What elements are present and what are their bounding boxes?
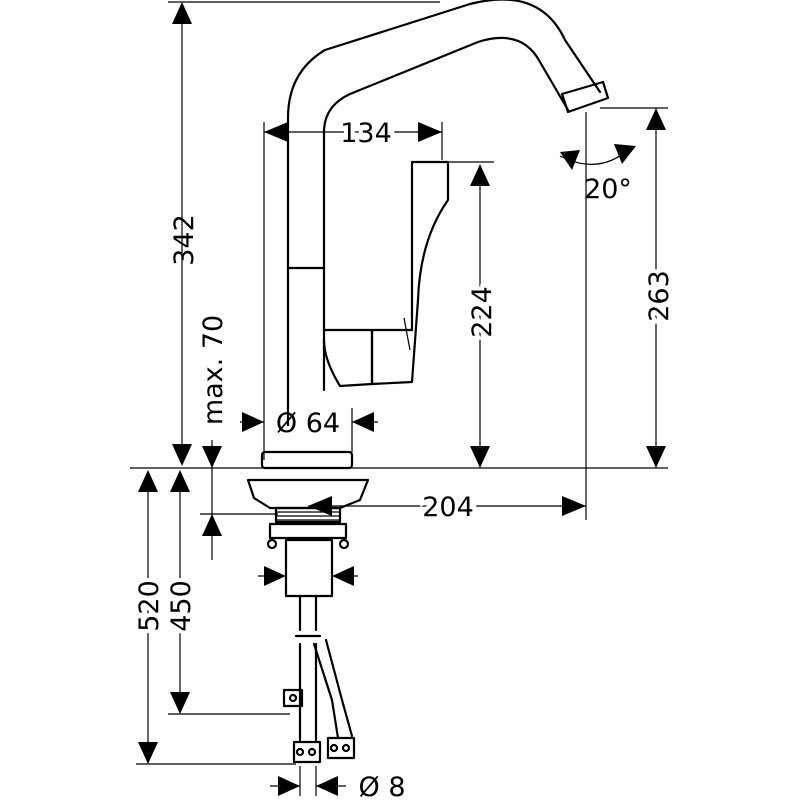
- label-224: 224: [467, 286, 498, 338]
- label-134: 134: [340, 118, 392, 149]
- base-rosette: [260, 450, 354, 470]
- label-342: 342: [169, 214, 200, 266]
- spout-tip: [560, 80, 610, 114]
- spout-outer: [286, 0, 602, 427]
- label-450: 450: [166, 580, 197, 632]
- hose-right: [312, 638, 354, 740]
- lever-handle: [370, 160, 450, 386]
- label-520: 520: [134, 580, 165, 632]
- label-263: 263: [644, 270, 675, 322]
- dimension-labels: 342 134 20° 263 224 Ø 64 max. 70 204 520…: [130, 114, 679, 800]
- deck-plate: [246, 478, 370, 510]
- spout-inner: [322, 36, 570, 392]
- faucet-outline: [246, 0, 610, 764]
- dimension-lines: [130, 1, 668, 796]
- hose-fittings: [282, 688, 356, 764]
- label-diameter-64: Ø 64: [276, 408, 340, 439]
- label-max-70: max. 70: [198, 315, 229, 425]
- shank: [284, 538, 334, 598]
- label-204: 204: [422, 492, 474, 523]
- label-diameter-8: Ø 8: [358, 772, 405, 800]
- hose-left: [298, 594, 318, 702]
- label-20-degrees: 20°: [584, 174, 632, 205]
